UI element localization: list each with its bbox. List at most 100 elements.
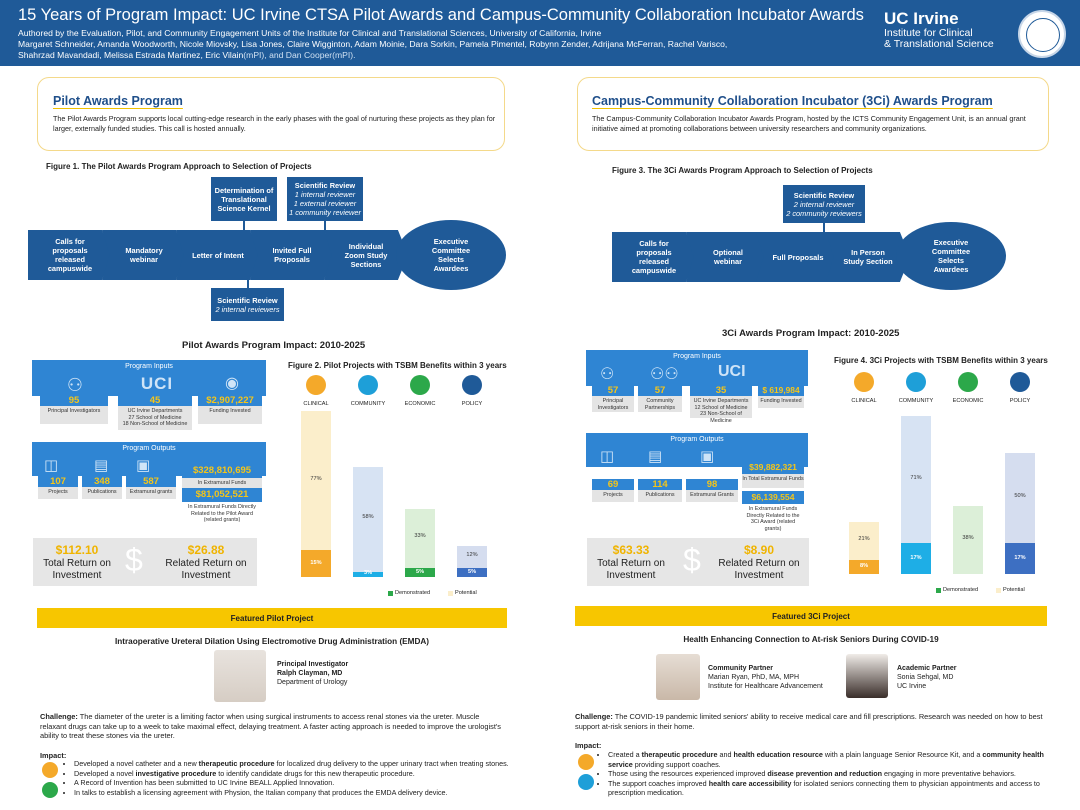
bar-potential [901,415,931,544]
ccci-step-label: Optional webinar [713,248,743,266]
authors-line-2: Margaret Schneider, Amanda Woodworth, Ni… [18,39,728,49]
bar-label-potential: 50% [1014,493,1026,500]
roi-total-value: $63.33 [612,543,650,557]
ap-name: Sonia Sehgal, MD [897,674,954,681]
pilot-title: Pilot Awards Program [53,94,183,108]
category-icon [306,375,326,395]
ccci-title: Campus-Community Collaboration Incubator… [592,94,993,108]
input-label-text: UC Irvine Departments [693,398,749,404]
3ci-project-title: Health Enhancing Connection to At-risk S… [683,635,939,644]
3ci-challenge: Challenge: The COVID-19 pandemic limited… [575,712,1045,731]
pi-dept: Department of Urology [277,679,348,686]
inputs-banner: Program Inputs [32,360,266,396]
figure-1-title: Figure 1. The Pilot Awards Program Appro… [46,162,312,171]
bar-label-potential: 21% [858,535,870,542]
sci-review-top-line: 1 external reviewer [293,199,357,208]
sci-review-top-title: Scientific Review [294,181,356,190]
flow-final-label: Executive Committee Selects Awardees [431,237,471,273]
roi-related-value: $26.88 [187,543,225,557]
output-value: 69 [592,479,634,490]
pilot-inputs: Program Inputs ⚇ UCI ◉ 95 45 $2,907,227 … [32,360,266,430]
pilot-impact-title: Pilot Awards Program Impact: 2010-2025 [182,340,366,351]
pi-label: Principal Investigator [277,661,349,668]
category-icon [906,372,926,392]
bar-label-potential: 33% [414,533,426,540]
flow-step-label: Individual Zoom Study Sections [344,241,388,269]
ccci-scientific-review: Scientific Review 2 internal reviewer 2 … [783,185,865,223]
flow-step-3: Letter of Intent [176,230,260,280]
university-seal-icon [1018,10,1066,58]
roi-total-label: Total Return on Investment [43,558,111,581]
legend-potential-label: Potential [455,590,477,596]
category-icon [958,372,978,392]
header-banner: 15 Years of Program Impact: UC Irvine CT… [0,0,1080,66]
ccci-final-oval: Executive Committee Selects Awardees [896,222,1006,290]
direct-funds-label: In Extramural Funds Directly Related to … [742,504,804,532]
ccci-step-2: Optional webinar [686,232,770,282]
authors-mpi: (mPI), and Dan Cooper(mPI). [243,50,356,60]
logo-line-1: Institute for Clinical [884,27,973,39]
authors-line-3-names: Shahrzad Mavandadi, Melissa Estrada Mart… [18,50,244,60]
ext-funds-value: $328,810,695 [182,464,262,478]
flow-step-1: Calls for proposals released campuswide [28,230,112,280]
output-label: Projects [38,487,78,499]
sci-review-top-line: 1 internal reviewer [294,190,356,199]
featured-3ci-banner: Featured 3Ci Project [575,606,1047,626]
connector [243,221,245,233]
pilot-intro-panel: Pilot Awards Program The Pilot Awards Pr… [37,77,505,151]
bar-demonstrated [405,568,435,577]
uci-mark-icon: UCI [718,363,746,380]
ccci-step-label: Calls for proposals released campuswide [631,239,677,275]
community-partner-info: Community Partner Marian Ryan, PhD, MA, … [708,664,823,691]
bar-potential [849,521,879,560]
category-icon [358,375,378,395]
figure-3-title: Figure 3. The 3Ci Awards Program Approac… [612,166,873,175]
ictsinstitute-logo: UC Irvine Institute for Clinical & Trans… [884,10,994,50]
output-value: 107 [38,476,78,487]
ccci-sci-review-title: Scientific Review [793,190,855,200]
authors: Authored by the Evaluation, Pilot, and C… [18,28,808,61]
legend-potential-label: Potential [1003,587,1025,593]
input-label: Community Partnerships [638,396,682,412]
inputs-title: Program Inputs [673,353,721,360]
flow-step-4: Invited Full Proposals [250,230,334,280]
output-value: 348 [82,476,122,487]
category-icon [410,375,430,395]
bar-label-demonstrated: 8% [859,562,869,569]
input-value: 35 [690,385,752,396]
pi-info: Principal Investigator Ralph Clayman, MD… [277,660,348,687]
economic-icon [42,782,58,798]
books-icon: ▤ [648,448,663,465]
legend-potential-swatch [996,588,1001,593]
person-icon: ⚇ [66,375,84,395]
input-label: Principal Investigators [40,406,108,424]
output-label: Publications [638,490,682,502]
ccci-sci-review-line: 2 internal reviewer [793,199,855,209]
logo-uc-irvine: UC Irvine [884,9,959,28]
cp-name: Marian Ryan, PhD, MA, MPH [708,674,800,681]
flow-scientific-review-bottom: Scientific Review 2 internal reviewers [211,288,284,321]
connector [247,280,249,288]
uci-mark-icon: UCI [140,374,174,393]
ccci-step-3: Full Proposals [756,232,840,282]
category-label: COMMUNITY [350,401,386,407]
ccci-description: The Campus-Community Collaboration Incub… [592,114,1026,133]
legend-demonstrated-swatch [936,588,941,593]
figure-4-title: Figure 4. 3Ci Projects with TSBM Benefit… [834,356,1048,365]
output-value: 587 [126,476,176,487]
3ci-impact-list: Created a therapeutic procedure and heal… [598,750,1044,798]
output-label: Projects [592,490,634,502]
poster-title: 15 Years of Program Impact: UC Irvine CT… [18,6,864,24]
document-icon: ◫ [44,457,59,474]
featured-pilot-label: Featured Pilot Project [230,613,314,623]
flow-step-label: Letter of Intent [192,250,244,260]
category-icon [854,372,874,392]
sci-review-bottom-line: 2 internal reviewers [215,304,280,314]
3ci-impact-label: Impact: [575,741,602,750]
outputs-title: Program Outputs [122,445,176,452]
featured-pilot-banner: Featured Pilot Project [37,608,507,628]
impact-item: In talks to establish a licensing agreem… [74,788,524,798]
challenge-label: Challenge: [575,712,613,721]
